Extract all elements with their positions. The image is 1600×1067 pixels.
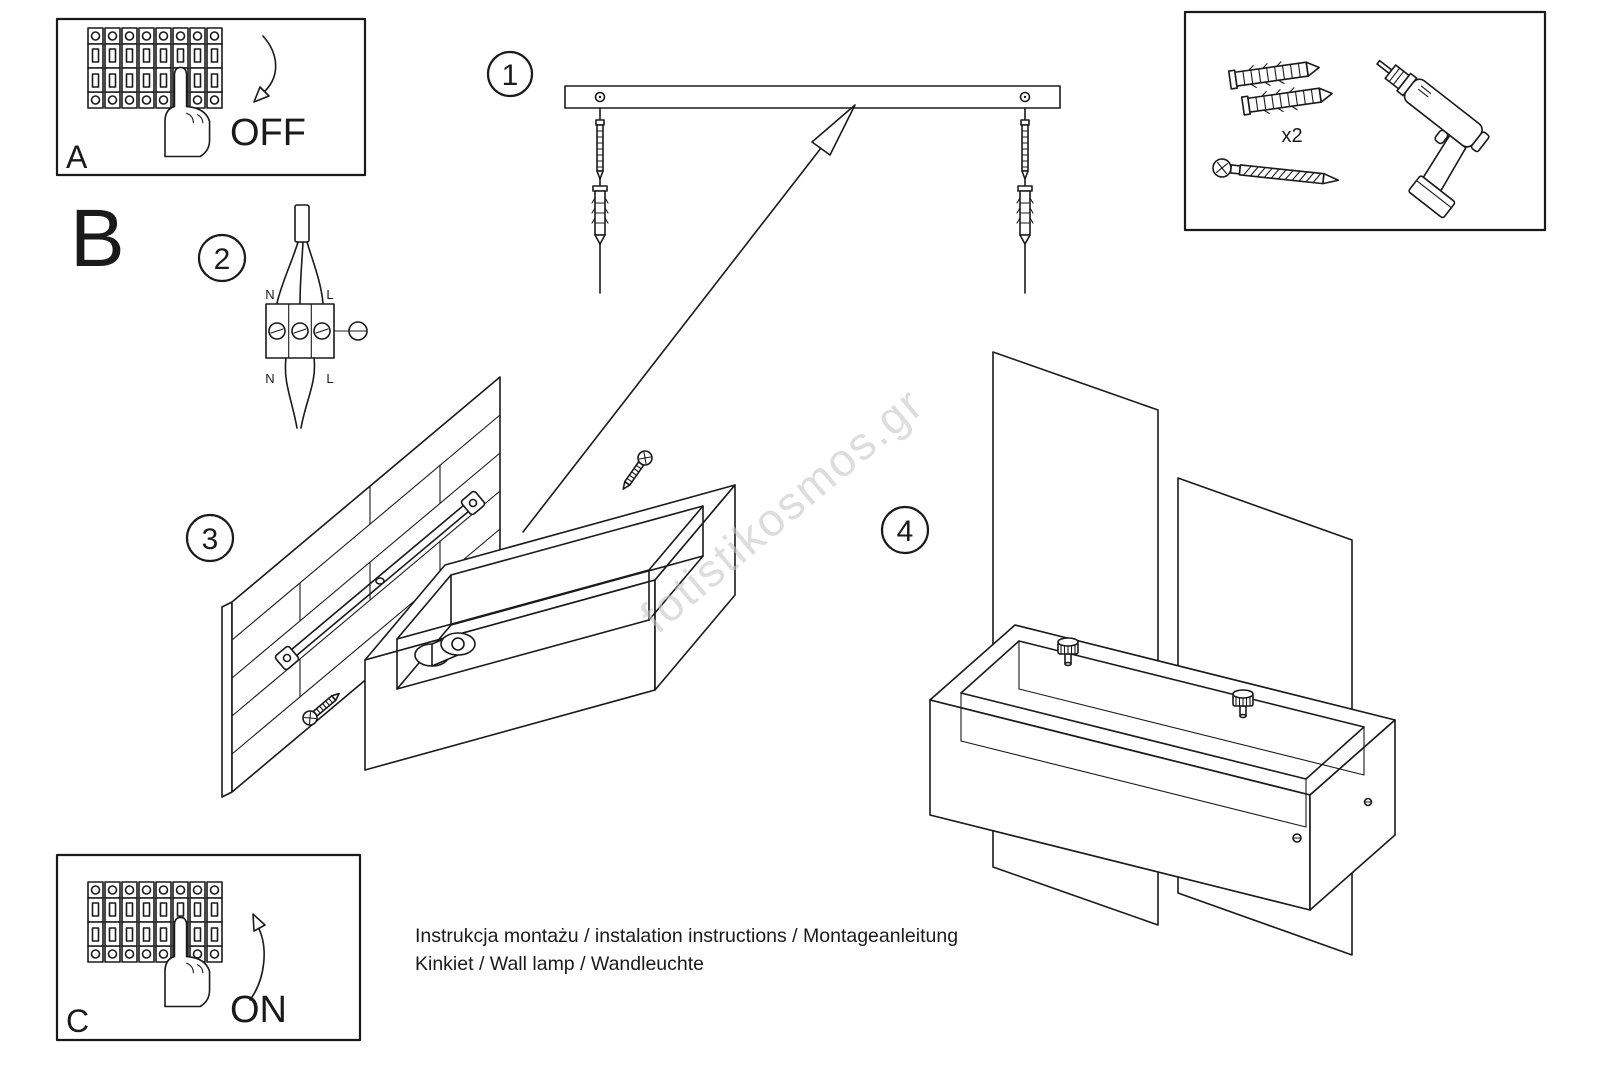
panel-a-label: A [66, 139, 88, 175]
panel-a-state-label: OFF [230, 112, 306, 154]
hardware-box-border [1185, 12, 1545, 230]
step4-number: 4 [897, 515, 914, 548]
panel-c-border [57, 855, 360, 1040]
panel-c-label: C [66, 1003, 89, 1039]
lamp-frame-box [930, 625, 1395, 910]
side-face-screw [1365, 799, 1372, 806]
fixing-screw-top-icon [616, 447, 656, 494]
step1-badge [488, 52, 532, 96]
outgoing-wires [285, 358, 314, 428]
screw-and-anchor-right [1016, 107, 1034, 294]
section-b-label: B [70, 193, 125, 284]
breaker-panel-drawing [88, 28, 222, 108]
step1-number: 1 [502, 59, 519, 92]
terminal-l-bottom-label: L [326, 371, 333, 386]
arrow-up-icon [250, 914, 265, 1000]
panel-a-power-off-step: OFF A [57, 19, 365, 175]
breaker-panel-drawing-c [88, 882, 222, 962]
screw-and-anchor-left [591, 107, 609, 294]
wall-plug-icon [1227, 55, 1322, 92]
step4-assembled-figure: 4 [882, 352, 1395, 955]
panel-c-state-label: ON [230, 989, 287, 1031]
assembly-arrow [523, 105, 855, 532]
mounting-screw-icon [1211, 157, 1341, 190]
anchor-count-label: x2 [1281, 125, 1302, 147]
panel-c-power-on-step: ON C [57, 855, 360, 1040]
terminal-l-top-label: L [326, 287, 333, 302]
arrow-down-icon [254, 36, 276, 102]
drill-icon [1326, 50, 1504, 220]
step3-badge [187, 515, 233, 561]
lamp-body-box [365, 485, 735, 770]
lamp-socket [415, 633, 475, 666]
step2-wiring-figure: 2 N L N L [199, 205, 367, 428]
wall-plug-icon-2 [1240, 81, 1335, 118]
cable-end [295, 205, 309, 242]
bar-screw-head-right [1021, 93, 1030, 102]
step2-badge [199, 235, 245, 281]
mounting-bar [565, 86, 1060, 108]
wall-bracket [274, 490, 485, 670]
terminal-n-bottom-label: N [265, 371, 274, 386]
terminal-block [266, 304, 334, 358]
step1-mounting-bar-figure: 1 [488, 52, 1060, 294]
step2-number: 2 [214, 243, 231, 276]
footer-instructions-line2: Kinkiet / Wall lamp / Wandleuchte [415, 953, 704, 975]
front-face-screw [1293, 834, 1301, 842]
terminal-n-top-label: N [265, 287, 274, 302]
step3-number: 3 [202, 523, 219, 556]
step3-exploded-figure: 3 [187, 377, 735, 797]
wires [277, 242, 323, 303]
panel-a-border [57, 19, 365, 175]
hardware-box: x2 [1185, 12, 1545, 230]
screw-end-view-icon [334, 322, 367, 340]
footer-instructions-line1: Instrukcja montażu / instalation instruc… [415, 925, 958, 947]
step4-badge [882, 507, 928, 553]
bar-screw-head-left [596, 93, 605, 102]
